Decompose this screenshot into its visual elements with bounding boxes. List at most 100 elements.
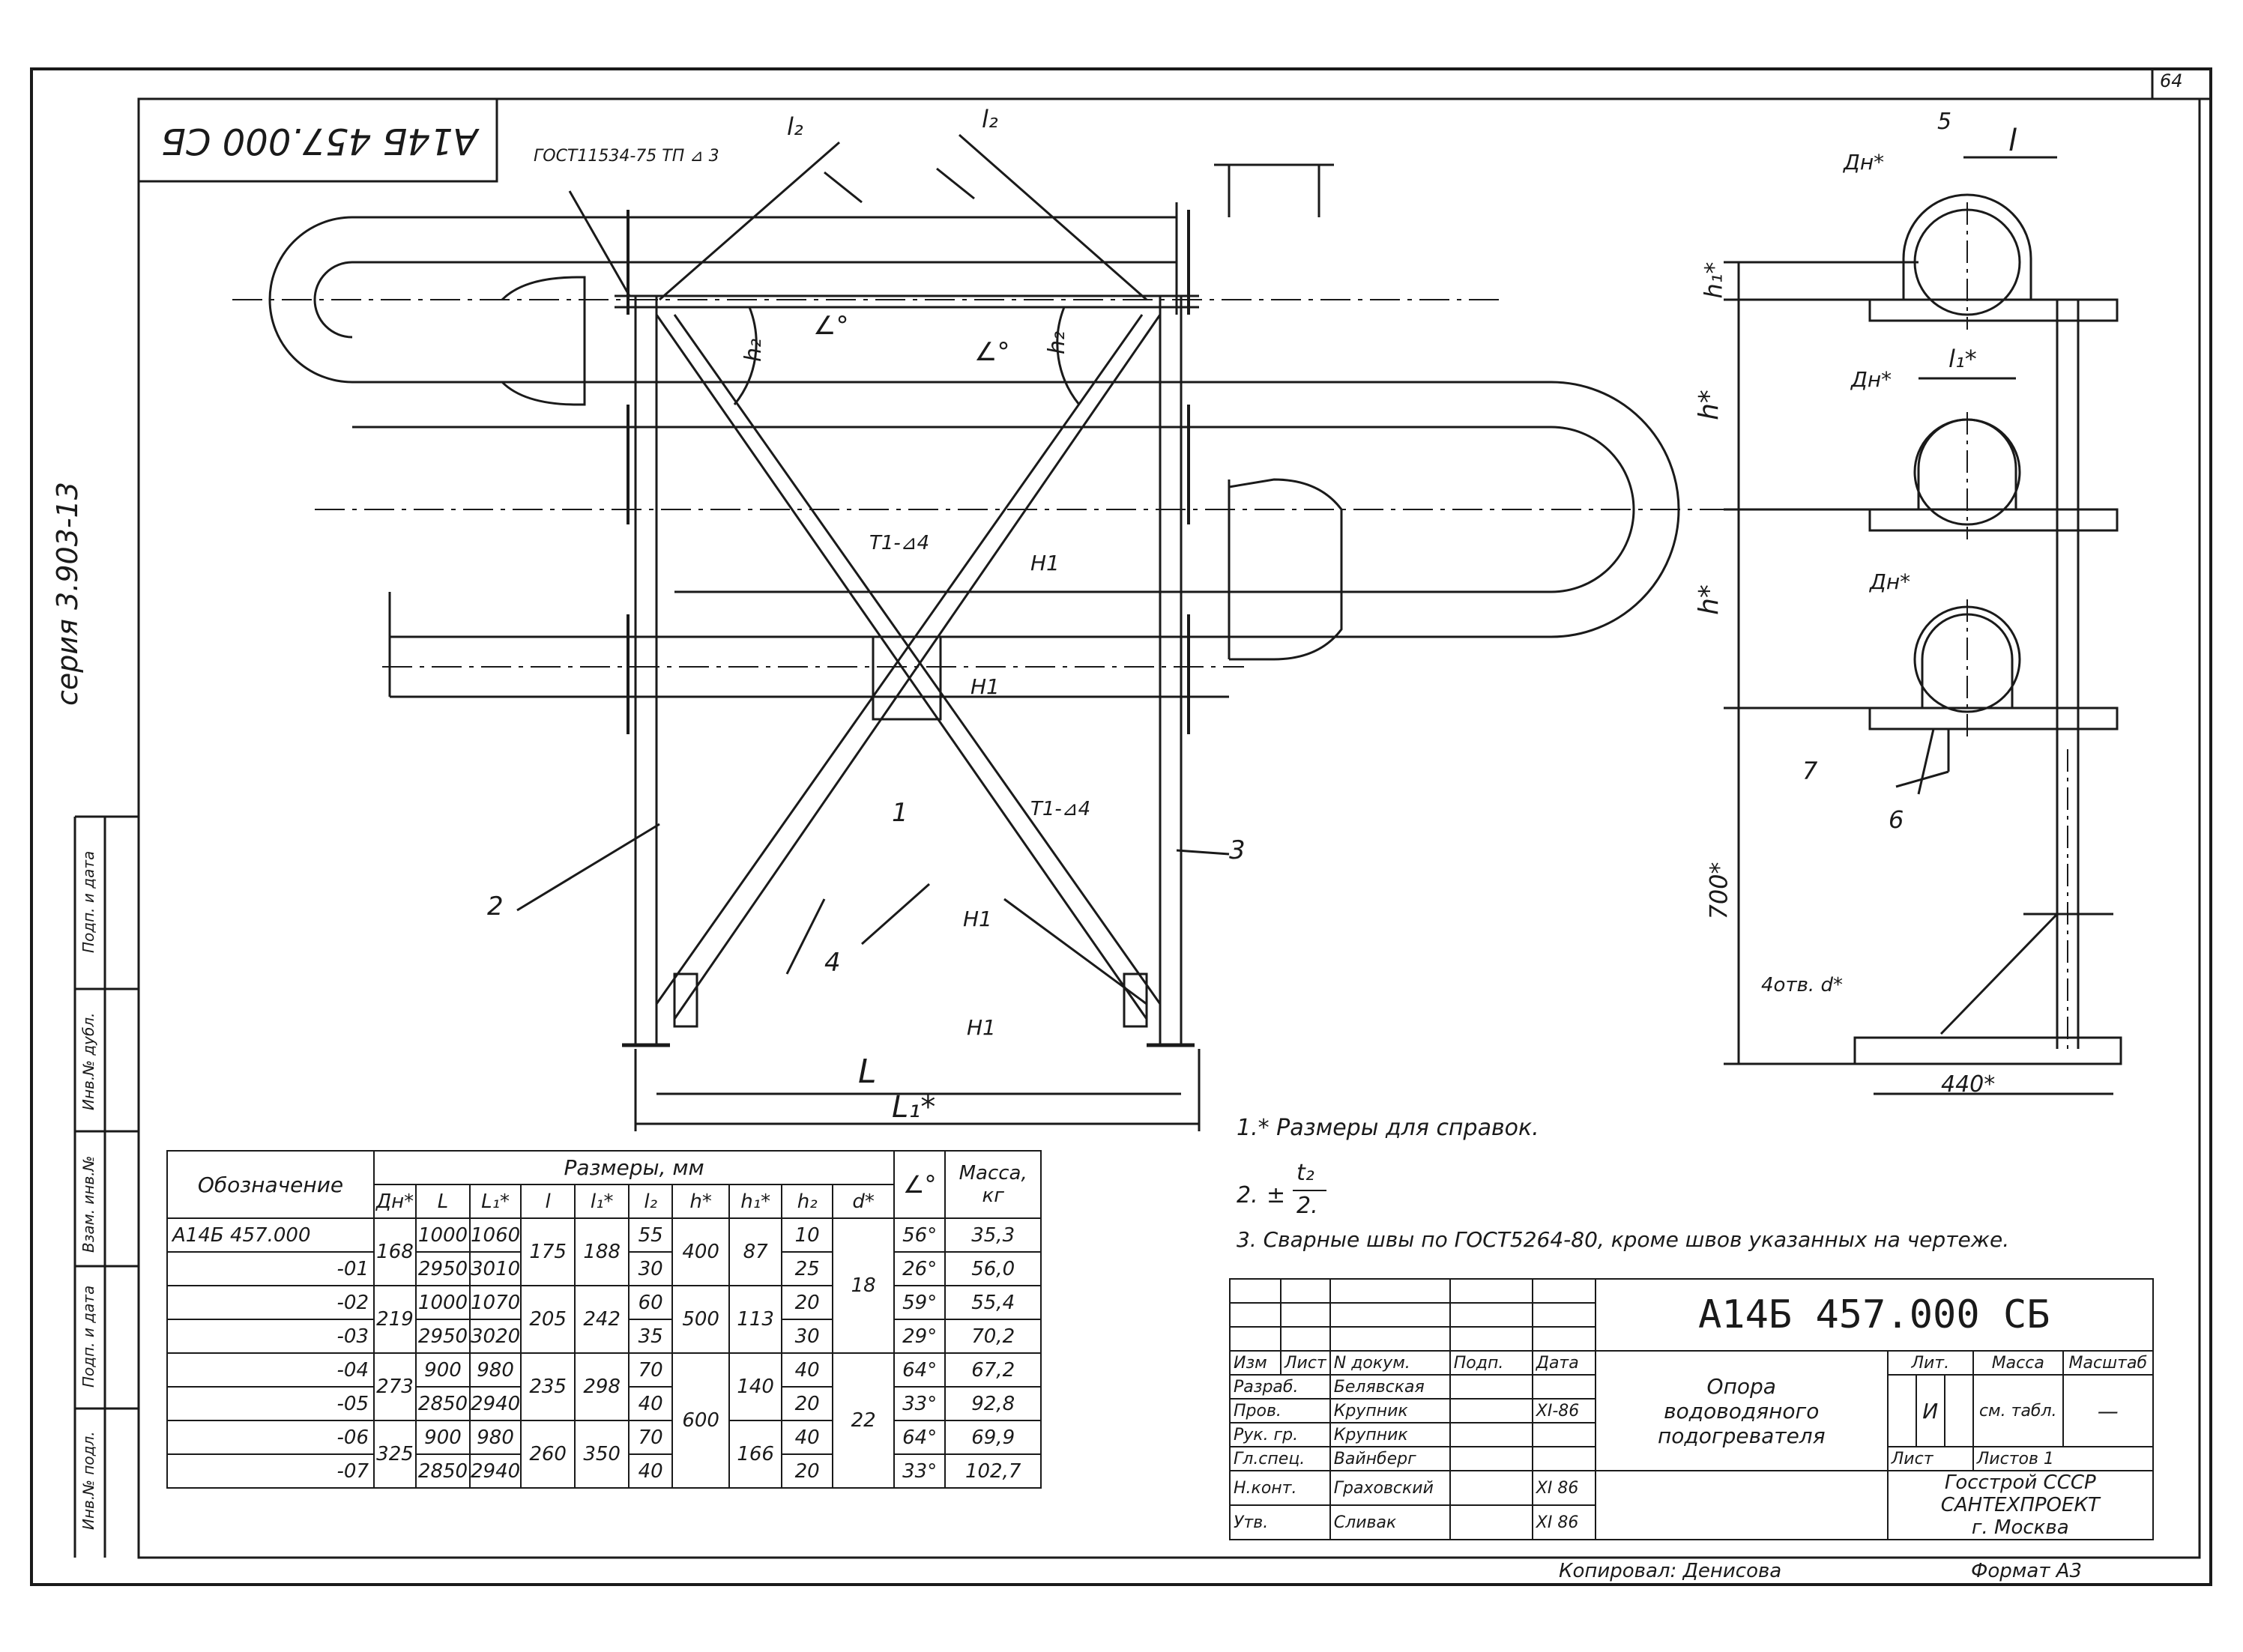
cell-l2: 40 (628, 1453, 674, 1489)
cell-l: 235 (520, 1352, 576, 1421)
people-row: Утв. Сливак XI 86 (1229, 1504, 2153, 1540)
title-name-line: водоводяного (1664, 1398, 1820, 1423)
copied-by: Копировал: Денисова (1559, 1560, 1782, 1582)
cell-dn: 168 (373, 1217, 417, 1286)
th-col: L (415, 1184, 471, 1219)
mass-val: см. табл. (1972, 1374, 2064, 1447)
strip-inv-dubl: Инв.№ дубл. (79, 1012, 97, 1110)
role: Рук. гр. (1229, 1422, 1331, 1447)
cell-L1: 980 (468, 1352, 522, 1388)
cell-l2: 30 (628, 1251, 674, 1286)
strip-vzam-inv: Взам. инв.№ (79, 1155, 97, 1253)
org-line: г. Москва (1971, 1516, 2069, 1539)
cell-h1: 87 (728, 1217, 783, 1286)
cell-h2: 25 (781, 1251, 834, 1286)
callout-1: 1 (892, 798, 908, 828)
org-line: Госстрой СССР (1944, 1471, 2096, 1494)
table-row: -03 2950 3020 35 30 29° 70,2 (166, 1319, 1042, 1354)
cell-alpha: 64° (893, 1420, 947, 1455)
cell-L1: 980 (468, 1420, 522, 1455)
cell-L1: 3010 (468, 1251, 522, 1286)
page-number: 64 (2160, 70, 2183, 91)
weld-mark-t1-lower: Т1-⊿4 (1030, 798, 1091, 820)
cell-L: 2950 (415, 1251, 471, 1286)
dim-l2-right: l₂ (982, 105, 998, 133)
people-row: Гл.спец. Вайнберг Лист Листов 1 (1229, 1446, 2154, 1471)
th-col: L₁* (468, 1184, 522, 1219)
dim-h2-right: h₂ (1044, 330, 1071, 355)
date: XI-86 (1531, 1398, 1596, 1423)
org-block: Госстрой СССР САНТЕХПРОЕКТ г. Москва (1886, 1470, 2154, 1540)
cell-d: 18 (832, 1217, 896, 1354)
dim-alpha-right: ∠° (974, 337, 1010, 367)
date: XI 86 (1531, 1470, 1596, 1506)
code-stamp-box (137, 97, 498, 183)
dim-h1: h₁* (1699, 261, 1728, 299)
cell-l2: 70 (628, 1420, 674, 1455)
cell-L1: 1070 (468, 1285, 522, 1320)
cell-L: 1000 (415, 1217, 471, 1253)
note-3: 3. Сварные швы по ГОСТ5264-80, кроме шво… (1237, 1227, 2010, 1252)
table-row: -06 325 900 980 260 350 70 166 40 64° 69… (166, 1420, 1042, 1489)
cell-l1: 242 (574, 1285, 630, 1354)
date: XI 86 (1531, 1504, 1596, 1540)
dim-L: L (858, 1053, 877, 1091)
cell-dn: 273 (373, 1352, 417, 1421)
title-name-line: подогревателя (1657, 1423, 1826, 1448)
title-name-line: Опора (1706, 1373, 1776, 1399)
callout-2: 2 (487, 892, 504, 922)
title-block: А14Б 457.000 СБ Изм Лист N докум. Подп. … (1229, 1278, 2154, 1540)
callout-4: 4 (824, 948, 841, 978)
cell-mass: 67,2 (944, 1352, 1042, 1388)
person-name: Вайнберг (1329, 1446, 1451, 1471)
cell-alpha: 29° (893, 1319, 947, 1354)
sheet-frame (30, 67, 2212, 1586)
cell-h: 500 (671, 1285, 731, 1354)
scale-head: Масштаб (2062, 1350, 2154, 1376)
cell-dn: 325 (373, 1420, 417, 1489)
title-code: А14Б 457.000 СБ (1594, 1278, 2154, 1352)
note-2-den: 2. (1296, 1193, 1318, 1219)
side-view (1724, 156, 2122, 1095)
scale-val: — (2062, 1374, 2154, 1447)
callout-6: 6 (1889, 805, 1904, 834)
side-center-lines (1966, 202, 2068, 1049)
dim-l1: l₁* (1948, 345, 1977, 373)
date (1531, 1422, 1596, 1447)
cell-des: -07 (166, 1453, 375, 1489)
callout-5: 5 (1937, 109, 1952, 135)
dim-alpha-left: ∠° (813, 311, 849, 341)
cell-L1: 3020 (468, 1319, 522, 1354)
lit-val: И (1915, 1374, 1945, 1447)
mass-head: Масса (1972, 1350, 2064, 1376)
signature (1449, 1446, 1533, 1471)
cell-l1: 298 (574, 1352, 630, 1421)
cell-l: 205 (520, 1285, 576, 1354)
role: Утв. (1229, 1504, 1331, 1540)
th-col: d* (832, 1184, 896, 1219)
cell-l1: 188 (574, 1217, 630, 1286)
cell-h1: 140 (728, 1352, 783, 1421)
cell-l2: 40 (628, 1386, 674, 1421)
series-label: серия 3.903-13 (51, 482, 84, 706)
table-row: -01 2950 3010 30 25 26° 56,0 (166, 1251, 1042, 1286)
cell-des: -04 (166, 1352, 375, 1388)
th-col: h₁* (728, 1184, 783, 1219)
cell-L1: 2940 (468, 1453, 522, 1489)
date (1531, 1446, 1596, 1471)
note-2: 2. (1237, 1182, 1258, 1208)
col-head-izm: Изм (1229, 1350, 1282, 1376)
cell-dn: 219 (373, 1285, 417, 1354)
cell-mass: 35,3 (944, 1217, 1042, 1253)
cell-des: -05 (166, 1386, 375, 1421)
cell-mass: 102,7 (944, 1453, 1042, 1489)
lit-head: Лит. (1886, 1350, 1974, 1376)
th-designation: Обозначение (166, 1150, 375, 1219)
cell-alpha: 59° (893, 1285, 947, 1320)
cell-h2: 20 (781, 1453, 834, 1489)
format-label: Формат А3 (1971, 1560, 2083, 1582)
cell-alpha: 33° (893, 1386, 947, 1421)
cell-l2: 60 (628, 1285, 674, 1320)
cell-L: 900 (415, 1352, 471, 1388)
